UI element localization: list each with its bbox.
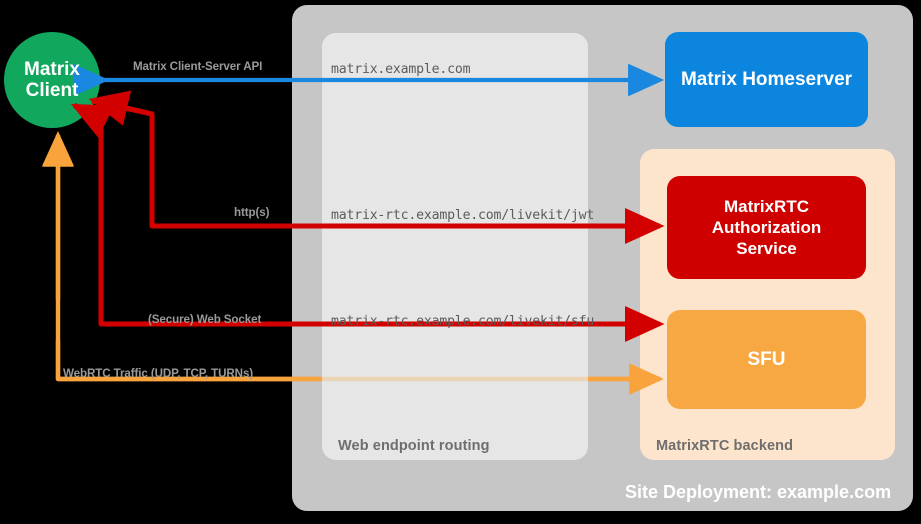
site-deployment-caption: Site Deployment: example.com bbox=[625, 482, 892, 502]
node-matrixrtc-authorization-service[interactable] bbox=[667, 176, 866, 279]
edge-label-https: http(s) bbox=[234, 206, 270, 219]
routing-panel-overlay bbox=[322, 33, 588, 460]
edge-websocket-arrowhead-client bbox=[70, 103, 115, 324]
node-sfu[interactable] bbox=[667, 310, 866, 409]
web-endpoint-routing-caption: Web endpoint routing bbox=[338, 438, 490, 454]
endpoint-url-livekit-sfu: matrix-rtc.example.com/livekit/sfu bbox=[331, 314, 595, 329]
matrixrtc-backend-caption: MatrixRTC backend bbox=[656, 438, 794, 454]
edge-label-webrtc-traffic: WebRTC Traffic (UDP, TCP, TURNs) bbox=[63, 367, 254, 380]
edge-label-secure-web-socket: (Secure) Web Socket bbox=[148, 313, 262, 326]
endpoint-url-livekit-jwt: matrix-rtc.example.com/livekit/jwt bbox=[331, 208, 595, 223]
edge-webrtc-left-elbow bbox=[55, 340, 320, 382]
node-matrix-homeserver[interactable] bbox=[665, 32, 868, 127]
endpoint-url-matrix: matrix.example.com bbox=[331, 62, 471, 77]
edge-label-matrix-client-server-api: Matrix Client-Server API bbox=[133, 60, 263, 73]
